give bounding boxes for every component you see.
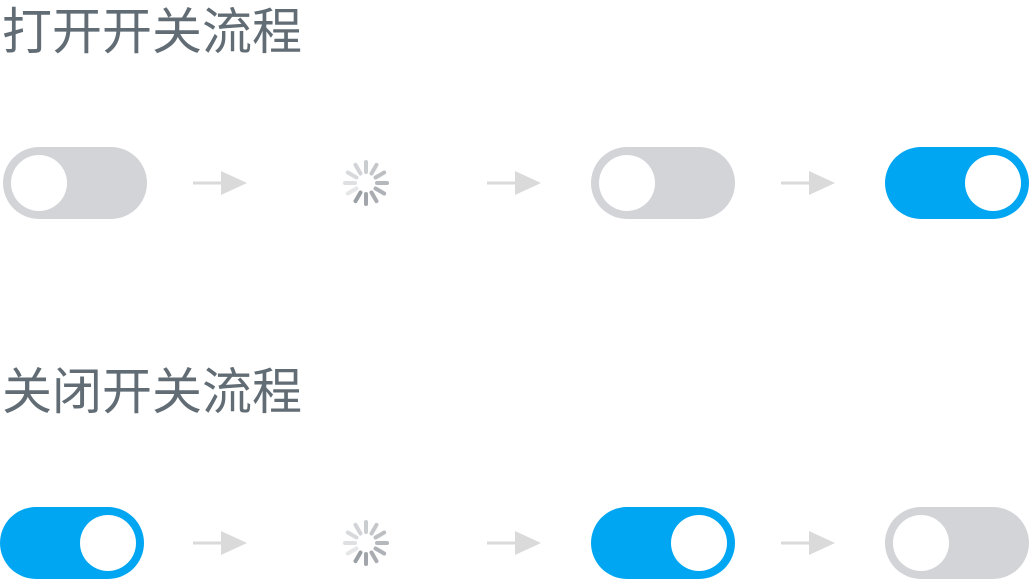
spinner-tick	[353, 162, 363, 176]
loading-spinner-icon	[343, 160, 389, 206]
toggle-knob	[80, 515, 136, 571]
toggle-switch[interactable]	[591, 147, 735, 219]
toggle-knob	[893, 515, 949, 571]
close-flow-title: 关闭开关流程	[2, 363, 302, 421]
spinner-tick	[345, 170, 359, 180]
arrow-right-icon	[781, 171, 835, 195]
close-flow-row	[0, 507, 1029, 579]
spinner-tick	[345, 546, 359, 556]
loading-spinner-icon	[343, 520, 389, 566]
arrow-right-icon	[193, 531, 247, 555]
spinner-tick	[369, 162, 379, 176]
spinner-tick	[353, 190, 363, 204]
spinner-tick	[373, 546, 387, 556]
toggle-switch[interactable]	[885, 507, 1029, 579]
arrow-right-icon	[193, 171, 247, 195]
toggle-switch[interactable]	[3, 147, 147, 219]
arrow-right-icon	[487, 531, 541, 555]
arrow-right-icon	[781, 531, 835, 555]
spinner-tick	[353, 522, 363, 536]
spinner-tick	[373, 170, 387, 180]
spinner-tick	[369, 550, 379, 564]
toggle-switch[interactable]	[591, 507, 735, 579]
toggle-switch[interactable]	[885, 147, 1029, 219]
spinner-tick	[353, 550, 363, 564]
toggle-knob	[599, 155, 655, 211]
spinner-tick	[345, 530, 359, 540]
toggle-knob	[11, 155, 67, 211]
arrow-right-icon	[487, 171, 541, 195]
spinner-tick	[369, 522, 379, 536]
spinner-tick	[373, 530, 387, 540]
toggle-knob	[965, 155, 1021, 211]
open-flow-title: 打开开关流程	[2, 3, 302, 61]
toggle-switch[interactable]	[0, 507, 144, 579]
spinner-tick	[369, 190, 379, 204]
open-flow-row	[0, 147, 1029, 219]
toggle-knob	[671, 515, 727, 571]
spinner-tick	[345, 186, 359, 196]
spinner-tick	[373, 186, 387, 196]
